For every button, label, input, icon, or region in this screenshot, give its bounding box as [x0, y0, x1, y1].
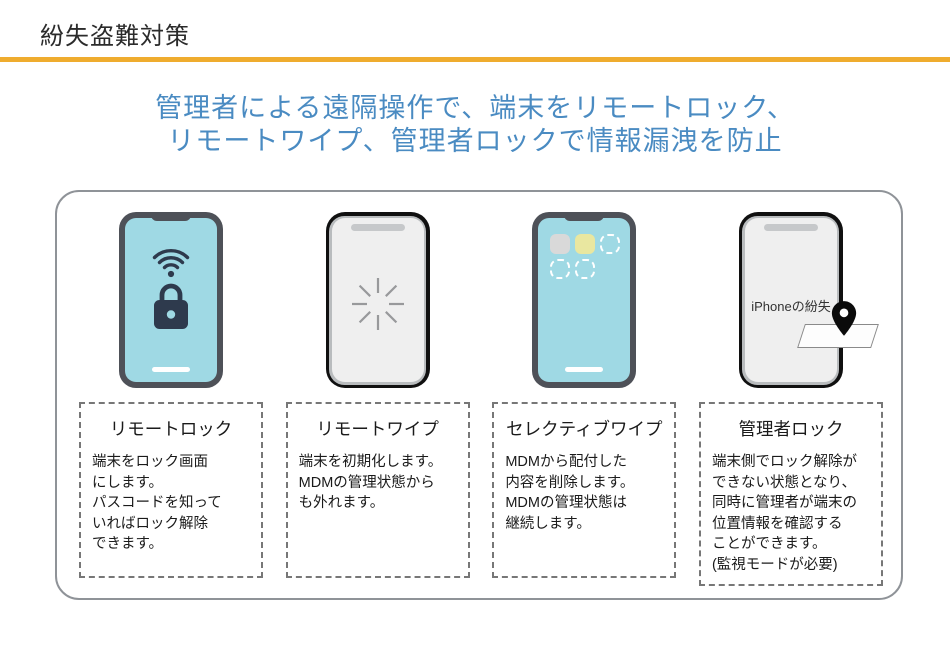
feature-card-title: 管理者ロック	[738, 419, 844, 439]
feature-column-admin-lock: iPhoneの紛失 管理者ロック 端末側でロック解除が できない状態となり、 同…	[698, 212, 883, 587]
phone-frame	[325, 212, 430, 388]
feature-column-selective-wipe: セレクティブワイプ MDMから配付した 内容を削除します。 MDMの管理状態は …	[492, 212, 677, 578]
features-panel: リモートロック 端末をロック画面 にします。 パスコードを知って いればロック解…	[55, 190, 903, 600]
admin-lock-phone-illustration: iPhoneの紛失	[738, 212, 879, 388]
feature-card-title: リモートワイプ	[316, 419, 439, 439]
phone-screen	[125, 218, 217, 382]
page-title: 紛失盗難対策	[40, 23, 190, 50]
phone-screen: iPhoneの紛失	[744, 218, 837, 382]
phone-screen	[538, 218, 631, 382]
feature-card-selective-wipe: セレクティブワイプ MDMから配付した 内容を削除します。 MDMの管理状態は …	[492, 402, 677, 578]
phone-frame	[119, 212, 223, 388]
feature-card-description: 端末を初期化します。 MDMの管理状態から も外れます。	[298, 454, 443, 512]
phone-notch	[763, 224, 818, 231]
app-icon-installed	[550, 234, 571, 254]
phone-rim	[329, 215, 427, 385]
remote-wipe-phone-illustration	[325, 212, 430, 388]
spinner-icon	[351, 278, 404, 330]
home-indicator	[152, 366, 190, 372]
feature-column-remote-wipe: リモートワイプ 端末を初期化します。 MDMの管理状態から も外れます。	[285, 212, 470, 578]
location-pin-icon	[831, 301, 857, 336]
phone-notch	[564, 212, 605, 221]
feature-card-description: 端末をロック画面 にします。 パスコードを知って いればロック解除 できます。	[92, 454, 222, 553]
feature-card-description: MDMから配付した 内容を削除します。 MDMの管理状態は 継続します。	[505, 454, 635, 532]
app-icon-removed	[600, 234, 621, 254]
accent-divider	[0, 57, 950, 62]
feature-column-remote-lock: リモートロック 端末をロック画面 にします。 パスコードを知って いればロック解…	[79, 212, 263, 578]
feature-card-description: 端末側でロック解除が できない状態となり、 同時に管理者が端末の 位置情報を確認…	[711, 454, 857, 573]
slide-subtitle: 管理者による遠隔操作で、端末をリモートロック、 リモートワイプ、管理者ロックで情…	[155, 93, 795, 157]
phone-notch	[151, 212, 191, 221]
phone-rim: iPhoneの紛失	[742, 215, 840, 385]
phone-screen	[331, 218, 424, 382]
app-grid-icon	[550, 234, 621, 279]
app-icon-installed	[575, 234, 596, 254]
feature-card-remote-lock: リモートロック 端末をロック画面 にします。 パスコードを知って いればロック解…	[79, 402, 263, 578]
selective-wipe-phone-illustration	[532, 212, 637, 388]
feature-card-admin-lock: 管理者ロック 端末側でロック解除が できない状態となり、 同時に管理者が端末の …	[698, 402, 883, 587]
home-indicator	[565, 366, 604, 372]
feature-card-remote-wipe: リモートワイプ 端末を初期化します。 MDMの管理状態から も外れます。	[285, 402, 470, 578]
app-icon-removed	[575, 259, 596, 279]
phone-notch	[350, 224, 405, 231]
phone-frame	[532, 212, 637, 388]
phone-screen-label: iPhoneの紛失	[751, 299, 831, 314]
wifi-lock-icon	[152, 248, 190, 329]
feature-card-title: セレクティブワイプ	[506, 419, 663, 439]
phone-frame: iPhoneの紛失	[738, 212, 843, 388]
app-icon-removed	[550, 259, 571, 279]
feature-card-title: リモートロック	[109, 419, 233, 439]
remote-lock-phone-illustration	[119, 212, 223, 388]
